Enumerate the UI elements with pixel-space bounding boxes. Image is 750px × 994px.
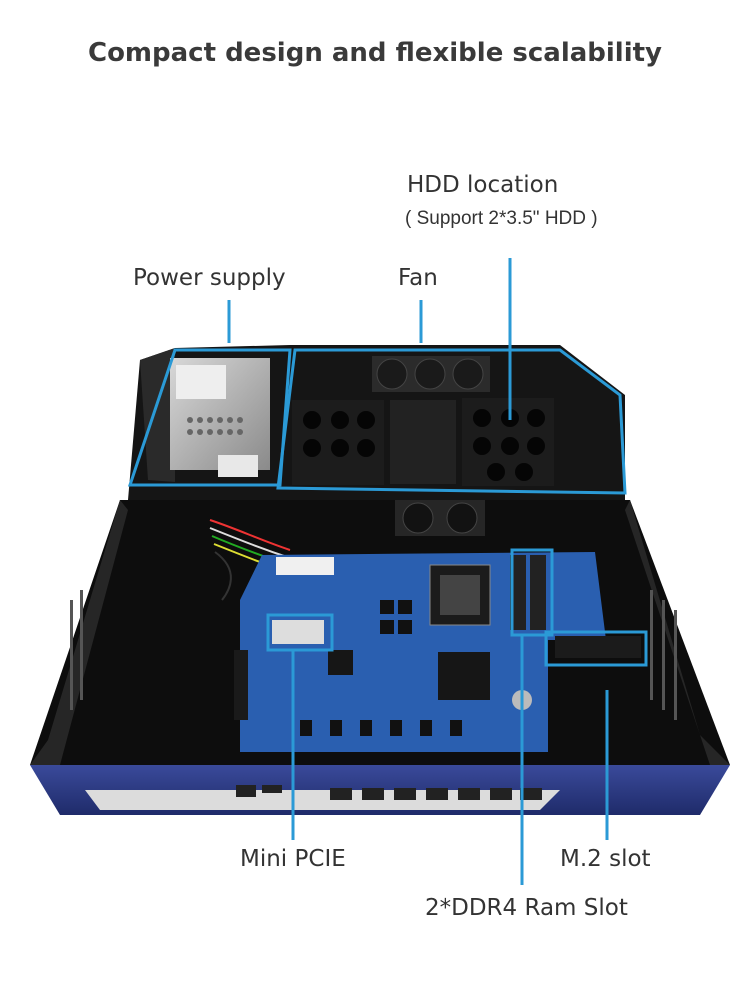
fan-group-top [372,356,490,392]
m2-connector [555,636,641,658]
m2-slot-label: M.2 slot [560,846,651,872]
mini-pcie-callout-box [266,613,334,652]
power-supply-callout-box [127,348,292,487]
front-panel [30,765,730,815]
mini-pcie-label: Mini PCIE [240,846,346,872]
page-title: Compact design and flexible scalability [87,38,663,68]
hdd-fan-callout-box [276,348,627,495]
fan-label: Fan [398,265,438,291]
ram-slot-2 [530,555,546,630]
ram-slot-1 [510,555,526,630]
fan-group-middle [395,500,485,536]
power-supply-unit [170,358,270,477]
ddr4-callout-box [510,548,554,637]
ddr4-slot-label: 2*DDR4 Ram Slot [425,895,628,921]
callouts [127,258,648,885]
hdd-location-label: HDD location [407,172,559,198]
m2-callout-box [544,630,648,667]
motherboard [234,552,641,752]
hdd-trays [292,398,554,486]
heatsink [438,652,490,700]
mini-pcie-slot [272,620,324,644]
power-supply-label: Power supply [133,265,286,291]
hdd-support-note: ( Support 2*3.5" HDD ) [405,208,598,229]
